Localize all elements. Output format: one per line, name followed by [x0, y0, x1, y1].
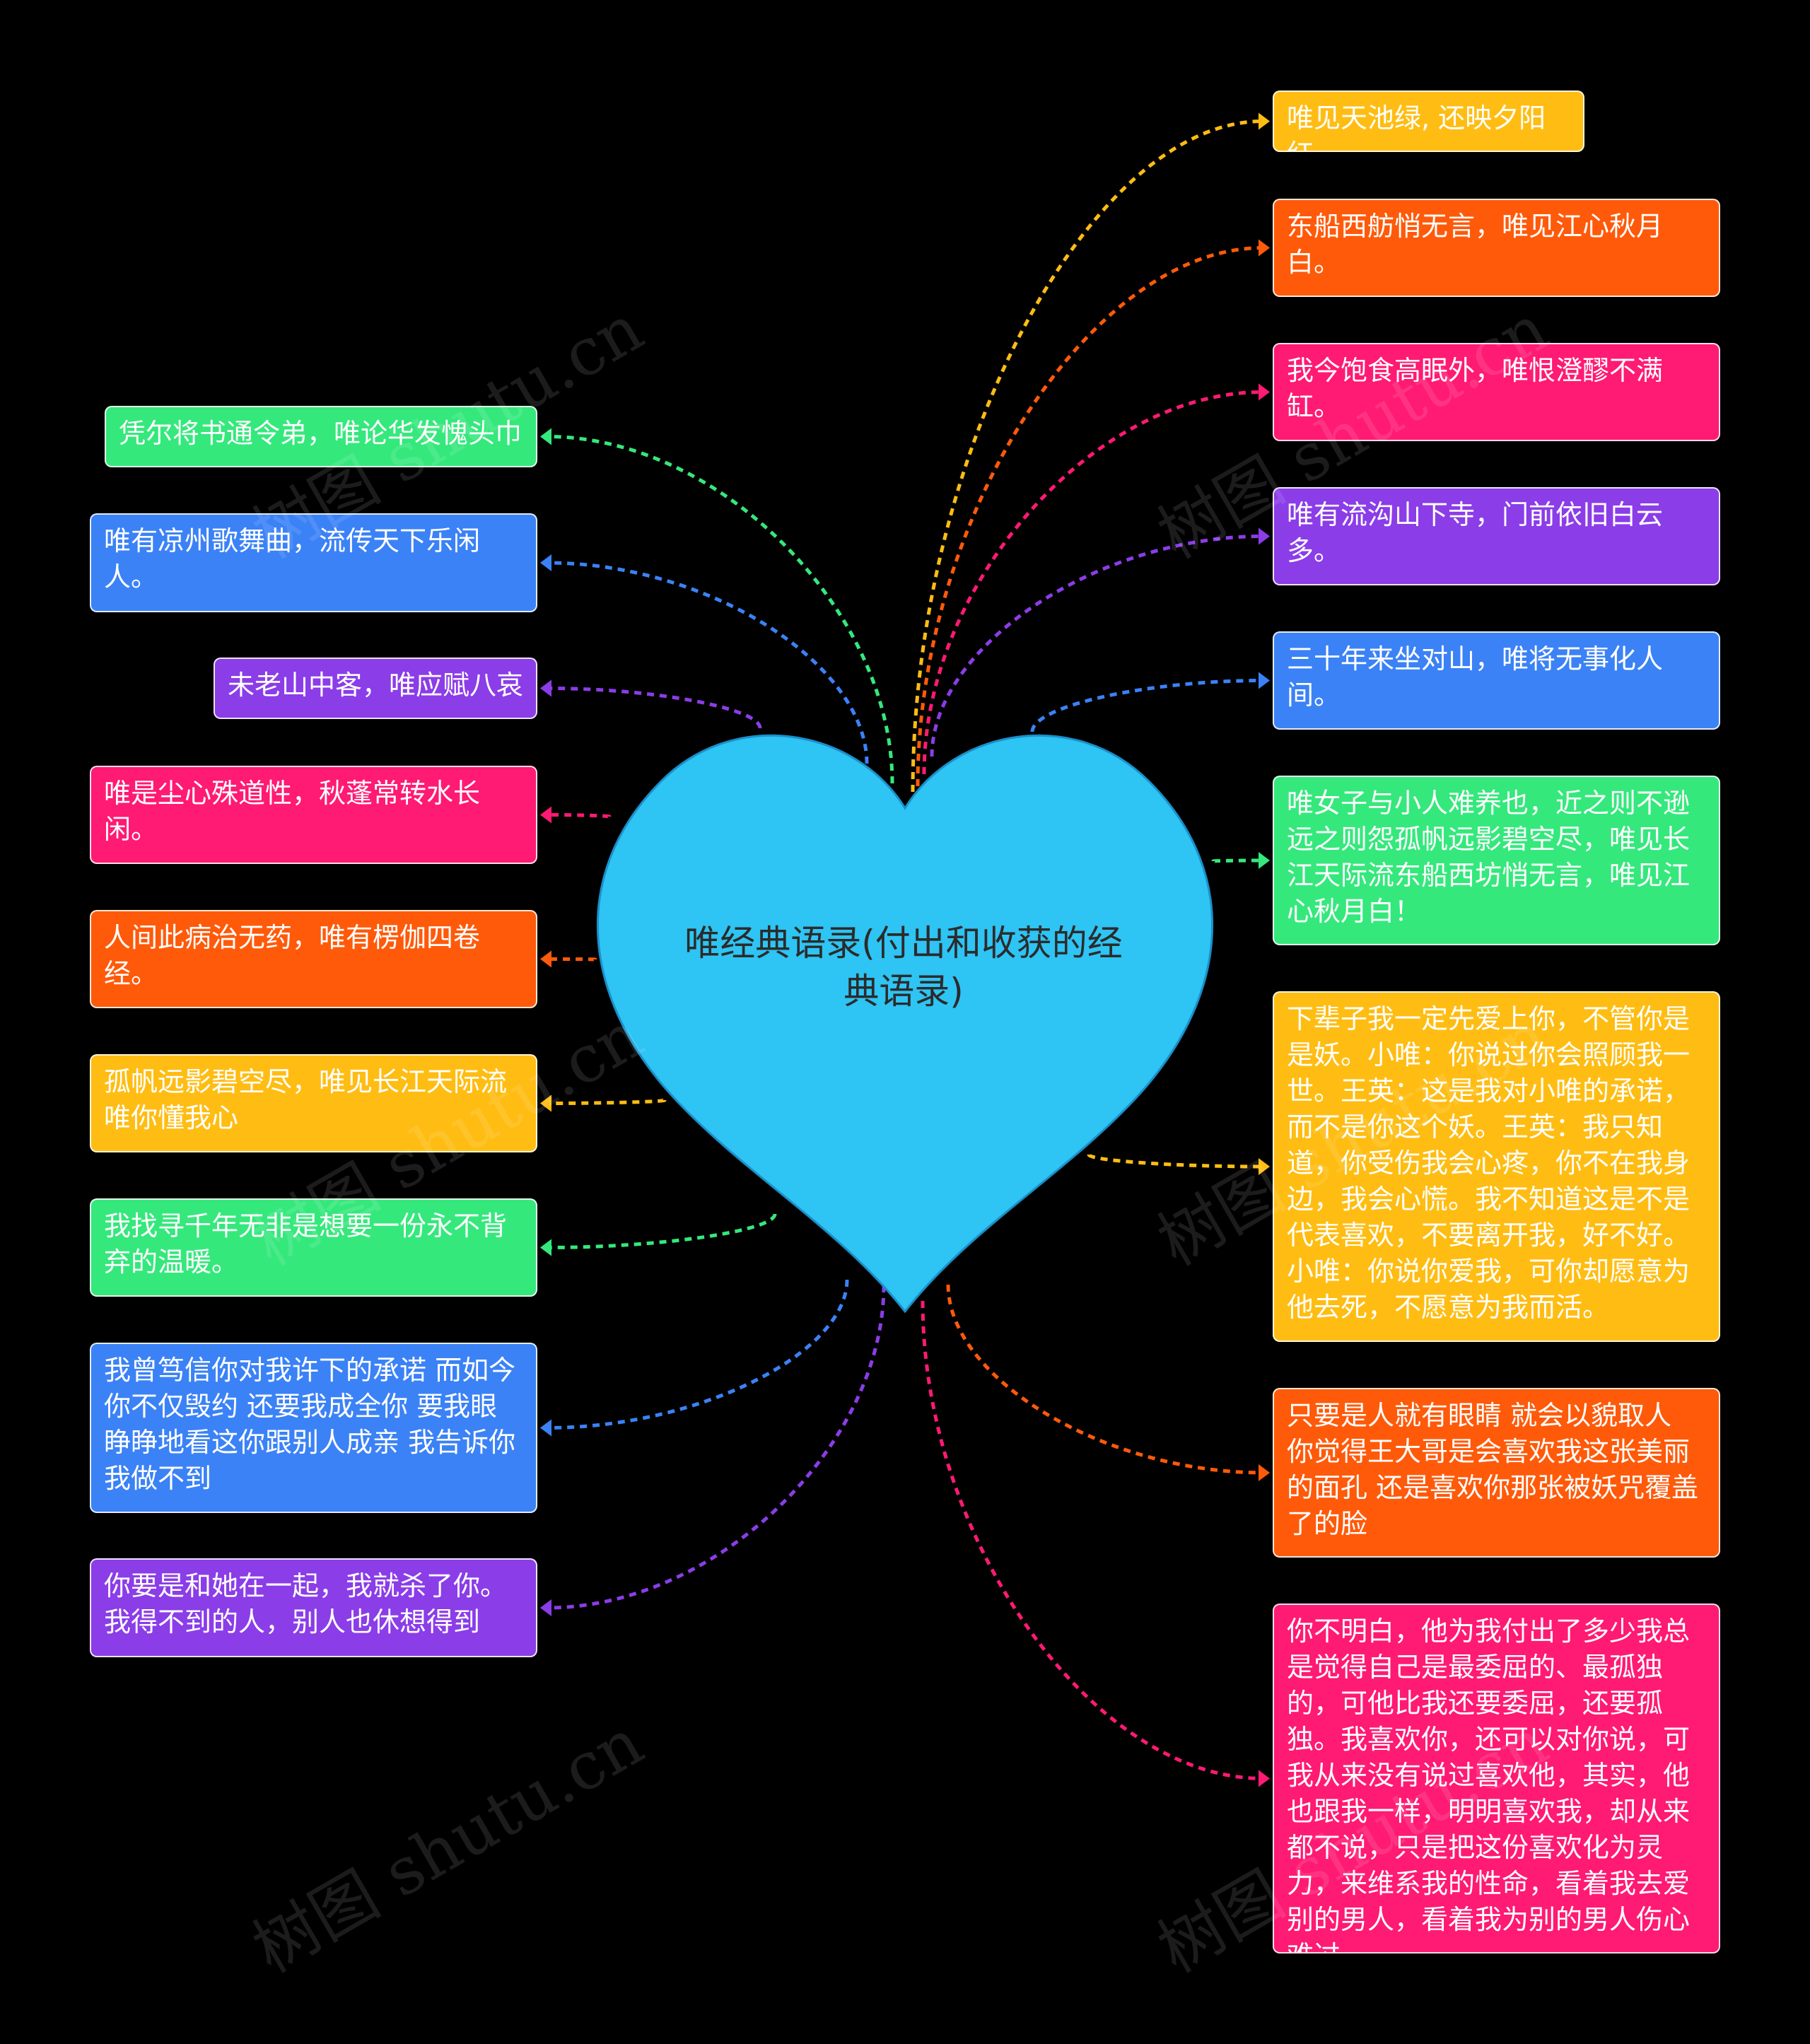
right-connector-line [1211, 858, 1263, 863]
left-connector-line [547, 813, 612, 819]
center-topic-label: 唯经典语录(付出和收获的经典语录) [684, 923, 1123, 1012]
left-topic-node[interactable]: 唯有凉州歌舞曲，流传天下乐闲人。 [90, 513, 537, 612]
left-topic-node[interactable]: 我找寻千年无非是想要一份永不背弃的温暖。 [90, 1198, 537, 1297]
right-topic-node[interactable]: 东船西舫悄无言，唯见江心秋月白。 [1273, 199, 1720, 297]
left-topic-node[interactable]: 唯是尘心殊道性，秋蓬常转水长闲。 [90, 766, 537, 864]
left-arrow-icon [540, 1094, 551, 1112]
right-arrow-icon [1259, 239, 1270, 257]
right-connector-line [916, 246, 1263, 787]
left-connector-line [547, 687, 762, 729]
right-connector-line [922, 390, 1263, 775]
left-connector-line [547, 957, 597, 962]
left-topic-node[interactable]: 凭尔将书通令弟，唯论华发愧头巾 [105, 406, 537, 467]
right-connector-line [1030, 679, 1263, 732]
right-topic-node[interactable]: 三十年来坐对山，唯将无事化人间。 [1273, 631, 1720, 730]
left-topic-node[interactable]: 人间此病治无药，唯有楞伽四卷经。 [90, 910, 537, 1008]
left-connector-line [547, 561, 869, 764]
right-connector-line [921, 1300, 1263, 1780]
left-connector-line [547, 435, 894, 784]
right-arrow-icon [1259, 383, 1270, 401]
right-topic-node[interactable]: 下辈子我一定先爱上你，不管你是是妖。小唯：你说过你会照顾我一世。王英：这是我对小… [1273, 991, 1720, 1342]
center-heart-shape [596, 734, 1214, 1314]
right-arrow-icon [1259, 672, 1270, 689]
left-topic-node[interactable]: 未老山中客，唯应赋八哀 [214, 658, 537, 719]
left-connector-line [547, 1285, 886, 1610]
left-arrow-icon [540, 679, 551, 697]
right-topic-node[interactable]: 唯见天池绿, 还映夕阳红 [1273, 90, 1584, 152]
right-topic-node[interactable]: 你不明白，他为我付出了多少我总是觉得自己是最委屈的、最孤独的，可他比我还要委屈，… [1273, 1604, 1720, 1954]
left-arrow-icon [540, 950, 551, 968]
left-arrow-icon [540, 1599, 551, 1616]
right-connector-line [911, 119, 1263, 793]
right-topic-node[interactable]: 唯有流沟山下寺，门前依旧白云多。 [1273, 487, 1720, 585]
left-arrow-icon [540, 428, 551, 445]
left-arrow-icon [540, 554, 551, 571]
left-arrow-icon [540, 1239, 551, 1256]
right-arrow-icon [1259, 1464, 1270, 1481]
right-connector-line [930, 535, 1263, 757]
right-connector-line [946, 1284, 1263, 1475]
right-topic-node[interactable]: 唯女子与小人难养也，近之则不逊远之则怨孤帆远影碧空尽，唯见长江天际流东船西坊悄无… [1273, 776, 1720, 945]
left-arrow-icon [540, 1419, 551, 1437]
right-arrow-icon [1259, 527, 1270, 545]
right-arrow-icon [1259, 112, 1270, 130]
left-connector-line [547, 1098, 667, 1105]
left-connector-line [547, 1279, 849, 1430]
left-topic-node[interactable]: 我曾笃信你对我许下的承诺 而如今 你不仅毁约 还要我成全你 要我眼睁睁地看这你跟… [90, 1343, 537, 1513]
right-topic-node[interactable]: 我今饱食高眠外，唯恨澄醪不满缸。 [1273, 343, 1720, 441]
left-topic-node[interactable]: 你要是和她在一起，我就杀了你。我得不到的人，别人也休想得到 [90, 1558, 537, 1657]
right-arrow-icon [1259, 1770, 1270, 1787]
left-topic-node[interactable]: 孤帆远影碧空尽，唯见长江天际流唯你懂我心 [90, 1054, 537, 1152]
left-arrow-icon [540, 806, 551, 824]
right-arrow-icon [1259, 1158, 1270, 1175]
right-arrow-icon [1259, 852, 1270, 869]
right-connector-line [1087, 1152, 1263, 1169]
right-topic-node[interactable]: 只要是人就有眼睛 就会以貌取人 你觉得王大哥是会喜欢我这张美丽的面孔 还是喜欢你… [1273, 1388, 1720, 1558]
left-connector-line [547, 1213, 777, 1249]
